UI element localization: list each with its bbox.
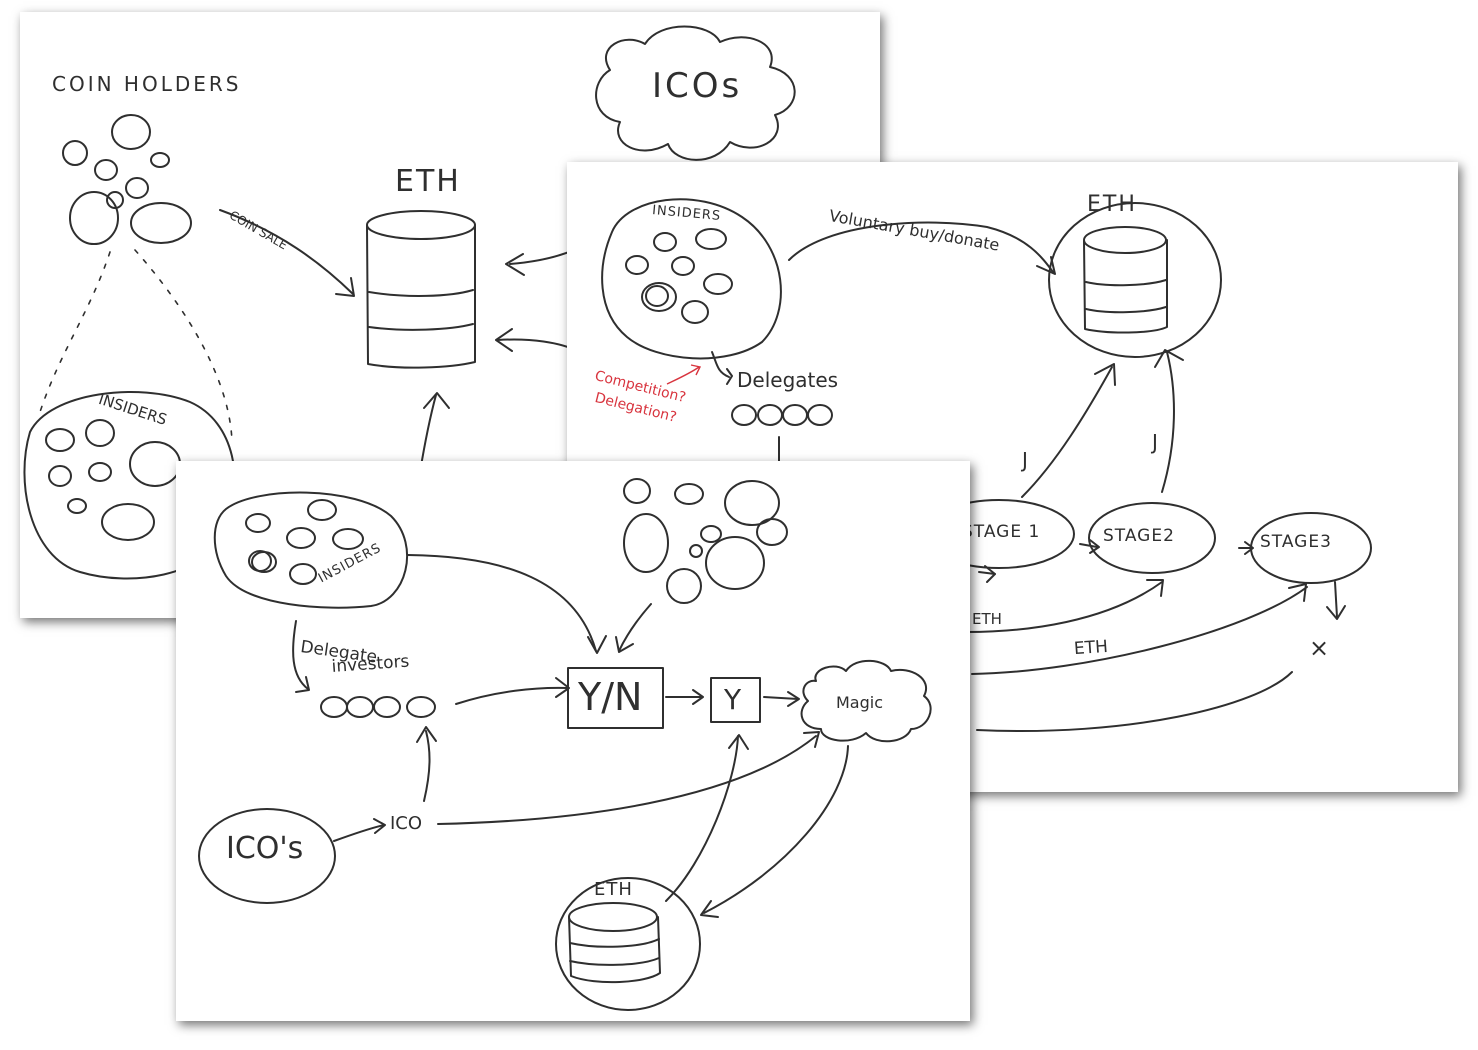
cross-mark: × <box>1309 634 1330 662</box>
y-box <box>710 677 761 723</box>
eth-barrel-c <box>568 902 661 984</box>
y-label: Y <box>724 683 742 716</box>
yn-label: Y/N <box>578 675 643 719</box>
icos-ellipse <box>198 808 336 904</box>
insiders-blob-c <box>213 491 408 609</box>
magic-label: Magic <box>836 693 884 712</box>
insider-circles-c <box>245 499 364 585</box>
eth-label-b: ETH <box>1087 192 1137 217</box>
insider-circles-b <box>625 228 733 324</box>
j-label-1: J <box>1022 448 1028 472</box>
delegate-circles-c <box>320 696 436 718</box>
eth-barrel-b <box>1083 226 1168 334</box>
sheet-a-drawing <box>23 25 796 580</box>
sheet-c-drawing <box>198 478 932 1011</box>
icos-label: ICOs <box>652 66 743 106</box>
eth-label-a: ETH <box>395 164 461 199</box>
stage2-label: STAGE2 <box>1103 526 1175 546</box>
eth-label-c: ETH <box>594 879 633 900</box>
coin-holders-label: COIN HOLDERS <box>52 72 242 96</box>
delegates-label: Delegates <box>737 368 839 392</box>
coin-holder-circles-c <box>623 478 788 604</box>
stage3-label: STAGE3 <box>1260 532 1332 552</box>
icos-label-c: ICO's <box>226 831 304 866</box>
j-label-2: J <box>1152 430 1158 454</box>
insiders-blob-b <box>601 198 782 360</box>
stage2-ellipse <box>1088 502 1216 574</box>
eth-flow-label-2: ETH <box>1073 636 1109 660</box>
delegate-circles-b <box>731 404 833 426</box>
icos-cloud <box>595 25 796 161</box>
coin-holder-circles <box>62 114 192 245</box>
eth-flow-label-1: ETH <box>972 610 1002 628</box>
magic-cloud <box>800 659 932 743</box>
stage1-label: STAGE 1 <box>962 522 1041 542</box>
yn-box <box>567 667 664 729</box>
eth-barrel-a <box>366 210 476 369</box>
insider-circles <box>45 419 181 541</box>
sketch-sheet-magic: INSIDERS Delegate investors Y/N Y Magic … <box>176 461 970 1021</box>
ico-label: ICO <box>390 813 423 834</box>
